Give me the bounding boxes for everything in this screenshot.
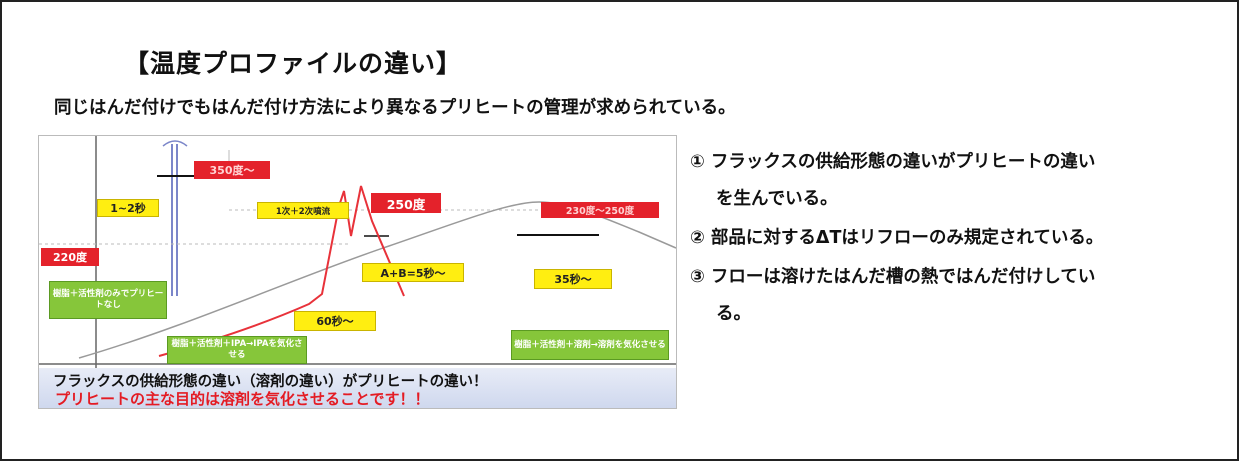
key-point-2: ② 部品に対するΔTはリフローのみ規定されている。 [690, 226, 1220, 250]
key-point-1-line-1: ① フラックスの供給形態の違いがプリヒートの違い [690, 152, 1096, 172]
callout-resin-activator: 樹脂＋活性剤のみでプリヒートなし [49, 281, 167, 319]
page-subtitle: 同じはんだ付けでもはんだ付け方法により異なるプリヒートの管理が求められている。 [54, 98, 736, 118]
key-point-3-line-2: る。 [716, 304, 751, 324]
iron-wave [162, 140, 188, 147]
key-points-list: ① フラックスの供給形態の違いがプリヒートの違い を生んでいる。 ② 部品に対す… [690, 150, 1220, 326]
label-230-250deg: 230度～250度 [541, 202, 659, 218]
key-point-3-line-1: ③ フローは溶けたはんだ槽の熱ではんだ付けしてい [690, 267, 1096, 287]
banner-line-2: プリヒートの主な目的は溶剤を気化させることです！！ [55, 390, 430, 408]
label-1-2sec: 1~2秒 [97, 199, 159, 217]
key-point-1: ① フラックスの供給形態の違いがプリヒートの違い を生んでいる。 [690, 150, 1220, 211]
callout-resin-solvent: 樹脂＋活性剤＋溶剤→溶剤を気化させる [511, 330, 669, 360]
label-220deg: 220度 [41, 248, 99, 266]
page-title: 【温度プロファイルの違い】 [124, 49, 463, 78]
banner-line-1: フラックスの供給形態の違い（溶剤の違い）がプリヒートの違い！ [53, 374, 488, 390]
label-350deg: 350度～ [194, 161, 270, 179]
label-first-second-wave: 1次＋2次噴流 [257, 202, 349, 219]
label-ab-5sec: A+B=5秒～ [362, 263, 464, 282]
temperature-profile-figure: 350度～ 1~2秒 220度 1次＋2次噴流 250度 230度～250度 A… [38, 135, 677, 409]
label-250deg: 250度 [371, 193, 441, 213]
key-point-1-line-2: を生んでいる。 [716, 189, 838, 209]
key-point-3: ③ フローは溶けたはんだ槽の熱ではんだ付けしてい る。 [690, 265, 1220, 326]
key-point-2-line-1: ② 部品に対するΔTはリフローのみ規定されている。 [690, 228, 1104, 248]
label-60sec: 60秒～ [294, 311, 376, 331]
callout-resin-ipa: 樹脂＋活性剤＋IPA→IPAを気化させる [167, 336, 307, 364]
label-35sec: 35秒～ [534, 269, 612, 289]
figure-banner: フラックスの供給形態の違い（溶剤の違い）がプリヒートの違い！ プリヒートの主な目… [39, 368, 676, 408]
